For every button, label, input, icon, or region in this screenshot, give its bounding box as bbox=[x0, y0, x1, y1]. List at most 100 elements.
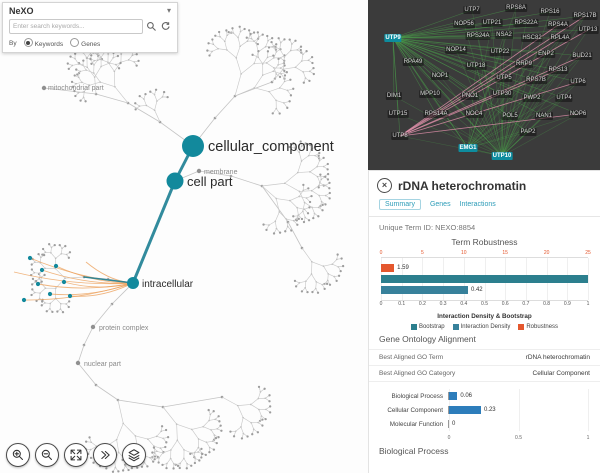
cellular-component-bar bbox=[449, 406, 481, 414]
network-edge bbox=[501, 22, 527, 157]
network-node-rps24a[interactable]: RPS24A bbox=[465, 32, 491, 40]
legend-item: Robustness bbox=[518, 324, 558, 330]
network-node-utp22[interactable]: UTP22 bbox=[489, 48, 511, 56]
table-row: Best Aligned GO Term rDNA heterochromati… bbox=[369, 350, 600, 366]
network-node-rrp9[interactable]: RRP9 bbox=[514, 60, 534, 68]
network-node-utp4[interactable]: UTP4 bbox=[555, 94, 573, 102]
network-edge bbox=[473, 113, 503, 157]
tree-label-nuclear-part[interactable]: nuclear part bbox=[84, 361, 121, 368]
tree-label-cellular-component[interactable]: cellular_component bbox=[208, 139, 334, 155]
radio-keywords[interactable]: Keywords bbox=[23, 38, 63, 48]
network-node-utp7[interactable]: UTP7 bbox=[463, 6, 481, 14]
network-node-nan1[interactable]: NAN1 bbox=[534, 112, 554, 120]
network-node-pwp2[interactable]: PWP2 bbox=[522, 94, 542, 102]
network-node-rpl4a[interactable]: RPL4A bbox=[549, 34, 571, 42]
detail-header: × rDNA heterochromatin bbox=[369, 171, 600, 196]
search-icon[interactable] bbox=[146, 21, 157, 32]
unique-term-id: Unique Term ID: NEXO:8854 bbox=[379, 223, 476, 232]
tree-toolbar bbox=[6, 443, 146, 467]
tree-label-cell-part[interactable]: cell part bbox=[187, 174, 233, 189]
network-edge bbox=[392, 37, 437, 115]
network-node-mpp10[interactable]: MPP10 bbox=[419, 90, 441, 98]
network-node-utp15[interactable]: UTP15 bbox=[387, 110, 409, 118]
fit-to-screen-button[interactable] bbox=[64, 443, 88, 467]
network-node-utp13[interactable]: UTP13 bbox=[577, 26, 599, 34]
network-node-noc4[interactable]: NOC4 bbox=[464, 110, 484, 118]
reset-icon[interactable] bbox=[160, 21, 171, 32]
network-node-utp10[interactable]: UTP10 bbox=[491, 152, 513, 160]
network-node-rps8a[interactable]: RPS8A bbox=[505, 4, 527, 12]
network-node-rps13[interactable]: RPS13 bbox=[547, 66, 569, 74]
tree-node-intracellular[interactable] bbox=[127, 277, 139, 289]
legend-item: Interaction Density bbox=[452, 324, 510, 330]
double-chevron-icon bbox=[101, 450, 110, 460]
zoom-in-icon bbox=[12, 449, 24, 461]
axis-tick: 0 bbox=[447, 435, 451, 441]
network-node-pap2[interactable]: PAP2 bbox=[519, 128, 537, 136]
network-node-nop6[interactable]: NOP6 bbox=[568, 110, 588, 118]
network-node-rps14a[interactable]: RPS14A bbox=[423, 110, 449, 118]
zoom-in-button[interactable] bbox=[6, 443, 30, 467]
tree-label-membrane[interactable]: membrane bbox=[204, 169, 238, 176]
network-node-emg1[interactable]: EMG1 bbox=[458, 144, 478, 152]
tree-label-intracellular[interactable]: intracellular bbox=[142, 279, 194, 290]
tab-summary[interactable]: Summary bbox=[379, 199, 421, 210]
tree-label-mitochondrial-part[interactable]: mitochondrial part bbox=[48, 85, 104, 92]
network-node-rps17b[interactable]: RPS17B bbox=[572, 12, 598, 20]
network-node-rps16[interactable]: RPS16 bbox=[539, 8, 561, 16]
network-node-nsa2[interactable]: NSA2 bbox=[495, 31, 513, 39]
network-node-pno1[interactable]: PNO1 bbox=[460, 92, 480, 100]
network-node-utp30[interactable]: UTP30 bbox=[491, 90, 513, 98]
network-node-utp5[interactable]: UTP5 bbox=[495, 74, 513, 82]
network-node-pol5[interactable]: POL5 bbox=[501, 112, 519, 120]
layers-button[interactable] bbox=[122, 443, 146, 467]
network-node-utp8[interactable]: UTP8 bbox=[391, 132, 409, 140]
zoom-out-button[interactable] bbox=[35, 443, 59, 467]
tab-genes[interactable]: Genes bbox=[429, 201, 451, 208]
bootstrap-bar bbox=[381, 275, 588, 283]
network-node-utp21[interactable]: UTP21 bbox=[481, 19, 503, 27]
network-node-rps4a[interactable]: RPS4A bbox=[547, 21, 569, 29]
network-node-nop14[interactable]: NOP14 bbox=[445, 46, 467, 54]
gridline bbox=[588, 389, 589, 403]
network-node-nop1[interactable]: NOP1 bbox=[430, 72, 450, 80]
bottom-axis-tick: 0.2 bbox=[418, 301, 426, 307]
network-edge bbox=[392, 37, 511, 117]
bottom-axis-tick: 0.5 bbox=[481, 301, 488, 307]
network-node-utp18[interactable]: UTP18 bbox=[465, 62, 487, 70]
ontology-tree-canvas[interactable]: mitochondrial part membrane protein comple… bbox=[0, 0, 368, 473]
network-edge bbox=[501, 97, 533, 157]
biological-process-section-title: Biological Process bbox=[379, 446, 449, 456]
tree-label-protein-complex[interactable]: protein complex bbox=[99, 325, 149, 332]
network-node-nop56[interactable]: NOP56 bbox=[453, 20, 475, 28]
network-node-bud21[interactable]: BUD21 bbox=[571, 52, 593, 60]
bottom-axis-tick: 0.4 bbox=[460, 301, 468, 307]
close-icon[interactable]: × bbox=[377, 178, 392, 193]
tab-interactions[interactable]: Interactions bbox=[459, 201, 496, 208]
network-edge bbox=[392, 23, 465, 39]
network-edge bbox=[392, 37, 503, 157]
tree-node-cell-part[interactable] bbox=[166, 172, 184, 190]
network-node-utp6[interactable]: UTP6 bbox=[569, 78, 587, 86]
radio-genes[interactable]: Genes bbox=[70, 38, 100, 48]
detail-tabs: Summary Genes Interactions bbox=[369, 196, 600, 217]
search-input[interactable] bbox=[9, 19, 143, 34]
network-node-hsc82[interactable]: HSC82 bbox=[521, 34, 543, 42]
tree-node-cellular-component[interactable] bbox=[182, 135, 204, 157]
bottom-axis-tick: 1 bbox=[586, 301, 590, 307]
collapse-caret-icon[interactable]: ▾ bbox=[166, 6, 171, 15]
network-node-utp9[interactable]: UTP9 bbox=[384, 34, 402, 42]
network-edge bbox=[412, 61, 503, 157]
network-edge bbox=[392, 37, 441, 77]
network-node-rps22a[interactable]: RPS22A bbox=[513, 19, 539, 27]
expand-all-button[interactable] bbox=[93, 443, 117, 467]
network-node-enp2[interactable]: ENP2 bbox=[537, 50, 555, 58]
network-node-rpa49[interactable]: RPA49 bbox=[402, 58, 424, 66]
network-node-rps7b[interactable]: RPS7B bbox=[525, 76, 547, 84]
network-node-dim1[interactable]: DIM1 bbox=[385, 92, 403, 100]
